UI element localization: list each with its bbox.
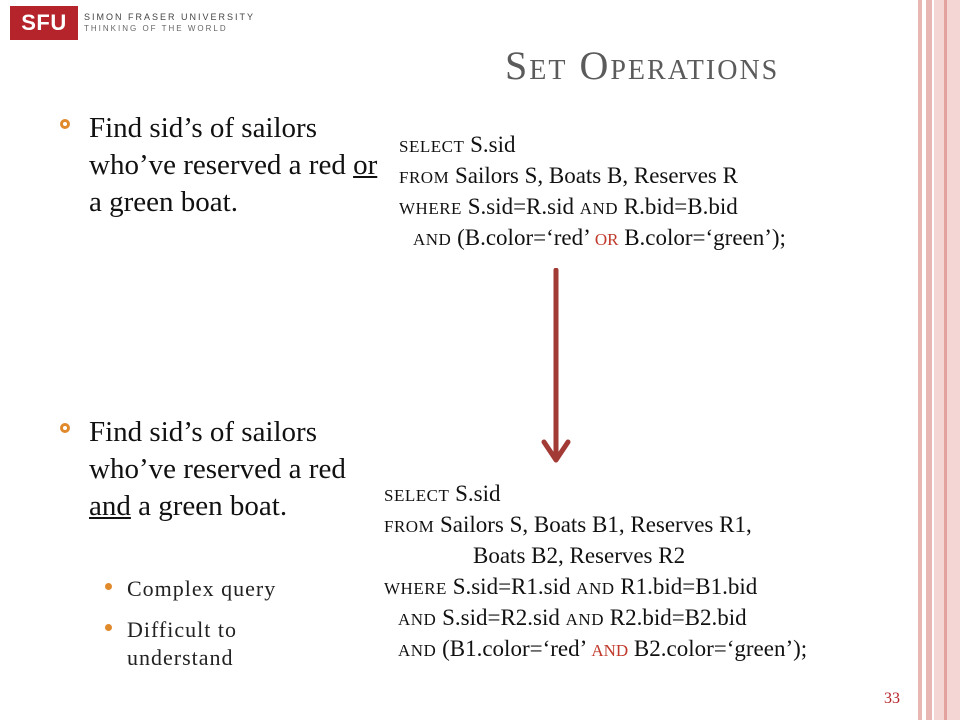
- bullet-item: Find sid’s of sailors who’ve reserved a …: [60, 110, 389, 221]
- sql-keyword: AND: [565, 610, 604, 629]
- decor-stripe: [918, 0, 922, 720]
- bullet-text-part: a green boat.: [130, 490, 288, 522]
- sql-text: R2.bid=B2.bid: [603, 605, 747, 630]
- sfu-logo: SFU SIMON FRASER UNIVERSITY THINKING OF …: [10, 6, 255, 40]
- sql-query-or: SELECT S.sid FROM Sailors S, Boats B, Re…: [399, 129, 786, 253]
- sql-text: B2.color=‘green’);: [628, 636, 808, 661]
- sql-keyword: FROM: [384, 517, 435, 536]
- decor-stripe: [934, 0, 960, 720]
- sql-keyword: AND: [413, 230, 452, 249]
- sql-keyword: AND: [579, 199, 619, 218]
- sql-keyword: AND: [576, 579, 615, 598]
- bullet-text: Find sid’s of sailors who’ve reserved a …: [89, 110, 389, 221]
- sql-line: WHERE S.sid=R.sid AND R.bid=B.bid: [399, 191, 786, 222]
- sql-keyword: SELECT: [384, 486, 450, 505]
- sql-keyword: WHERE: [399, 199, 462, 218]
- sql-line: WHERE S.sid=R1.sid AND R1.bid=B1.bid: [384, 571, 807, 602]
- sql-keyword: AND: [398, 610, 437, 629]
- sql-keyword-or: OR: [594, 230, 619, 249]
- sql-keyword: AND: [398, 641, 437, 660]
- bullet-marker: [60, 119, 70, 129]
- sql-query-and: SELECT S.sid FROM Sailors S, Boats B1, R…: [384, 478, 807, 664]
- bullet-text-part: a green boat.: [89, 186, 238, 218]
- sql-line: SELECT S.sid: [399, 129, 786, 160]
- sql-text: S.sid: [449, 481, 501, 506]
- sub-bullet-marker: [105, 624, 112, 631]
- bullet-item: Find sid’s of sailors who’ve reserved a …: [60, 414, 389, 525]
- sub-bullet-item: Difficult to understand: [105, 616, 297, 672]
- decor-stripe: [944, 0, 947, 720]
- sub-bullet-item: Complex query: [105, 575, 276, 603]
- slide-title: Set Operations: [505, 43, 780, 88]
- sql-text: R1.bid=B1.bid: [614, 574, 758, 599]
- logo-tagline: THINKING OF THE WORLD: [84, 24, 228, 33]
- sql-text: S.sid=R1.sid: [446, 574, 577, 599]
- sql-keyword: WHERE: [384, 579, 447, 598]
- sql-text: (B1.color=‘red’: [436, 636, 592, 661]
- sql-text: S.sid: [464, 132, 516, 157]
- bullet-text-part: Find sid’s of sailors who’ve reserved a …: [89, 112, 354, 181]
- bullet-emphasis: or: [353, 149, 378, 181]
- sql-line: FROM Sailors S, Boats B, Reserves R: [399, 160, 786, 191]
- sql-text: S.sid=R2.sid: [436, 605, 566, 630]
- sub-bullet-marker: [105, 583, 112, 590]
- sql-keyword-and: AND: [591, 641, 629, 660]
- bullet-text-part: Find sid’s of sailors who’ve reserved a …: [89, 416, 346, 485]
- sql-line: FROM Sailors S, Boats B1, Reserves R1,: [384, 509, 807, 540]
- sql-keyword: SELECT: [399, 137, 465, 156]
- page-number: 33: [884, 690, 900, 707]
- sql-line: Boats B2, Reserves R2: [384, 540, 807, 571]
- sub-bullet-text: Complex query: [127, 576, 277, 601]
- sql-text: B.color=‘green’);: [618, 225, 786, 250]
- decor-stripe: [926, 0, 932, 720]
- sql-keyword: FROM: [399, 168, 450, 187]
- sql-text: R.bid=B.bid: [618, 194, 738, 219]
- bullet-emphasis: and: [89, 490, 131, 522]
- down-arrow-icon: [541, 268, 571, 463]
- sql-text: Sailors S, Boats B1, Reserves R1,: [434, 512, 752, 537]
- sql-text: Sailors S, Boats B, Reserves R: [449, 163, 738, 188]
- sql-line: SELECT S.sid: [384, 478, 807, 509]
- sub-bullet-text: Difficult to understand: [127, 617, 237, 670]
- bullet-text: Find sid’s of sailors who’ve reserved a …: [89, 414, 389, 525]
- bullet-marker: [60, 423, 70, 433]
- logo-name: SIMON FRASER UNIVERSITY: [84, 12, 256, 22]
- logo-mark: SFU: [10, 6, 78, 40]
- sql-text: (B.color=‘red’: [451, 225, 595, 250]
- sql-line: AND (B.color=‘red’ OR B.color=‘green’);: [399, 222, 786, 253]
- sql-text: Boats B2, Reserves R2: [473, 543, 686, 568]
- logo-text: SIMON FRASER UNIVERSITY THINKING OF THE …: [84, 11, 255, 35]
- sql-line: AND (B1.color=‘red’ AND B2.color=‘green’…: [384, 633, 807, 664]
- sql-line: AND S.sid=R2.sid AND R2.bid=B2.bid: [384, 602, 807, 633]
- sql-text: S.sid=R.sid: [461, 194, 580, 219]
